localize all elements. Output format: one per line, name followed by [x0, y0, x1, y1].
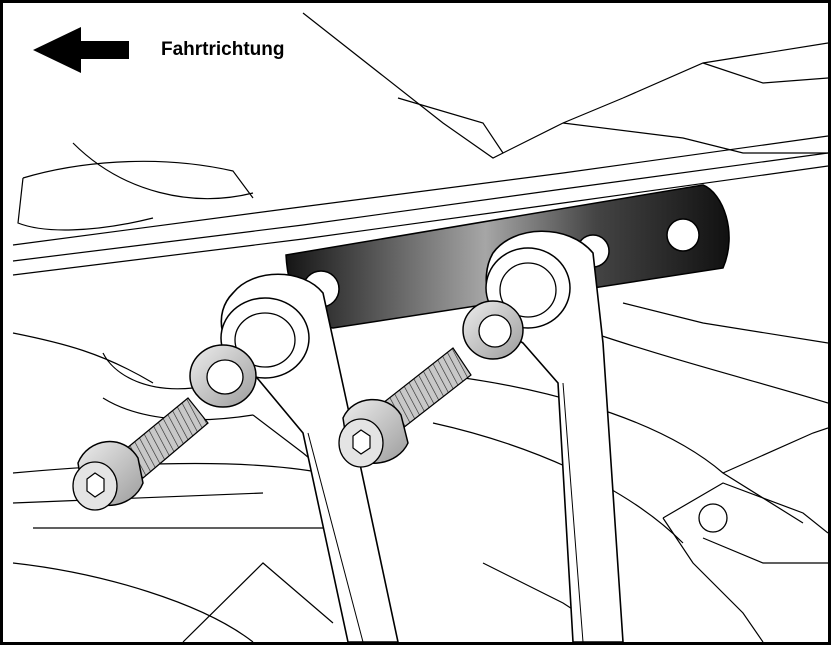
- strut-right: [485, 230, 624, 642]
- background-frame-lines: [12, 12, 828, 642]
- frame-hole: [698, 503, 728, 533]
- arrow-left-icon: [33, 27, 129, 73]
- bolt-right: [338, 347, 472, 468]
- direction-indicator: Fahrtrichtung: [31, 25, 285, 75]
- washer-left: [189, 344, 257, 408]
- direction-label: Fahrtrichtung: [161, 39, 285, 60]
- washer-right: [462, 300, 524, 360]
- bolt-left: [72, 397, 209, 511]
- assembly-illustration: [12, 12, 828, 642]
